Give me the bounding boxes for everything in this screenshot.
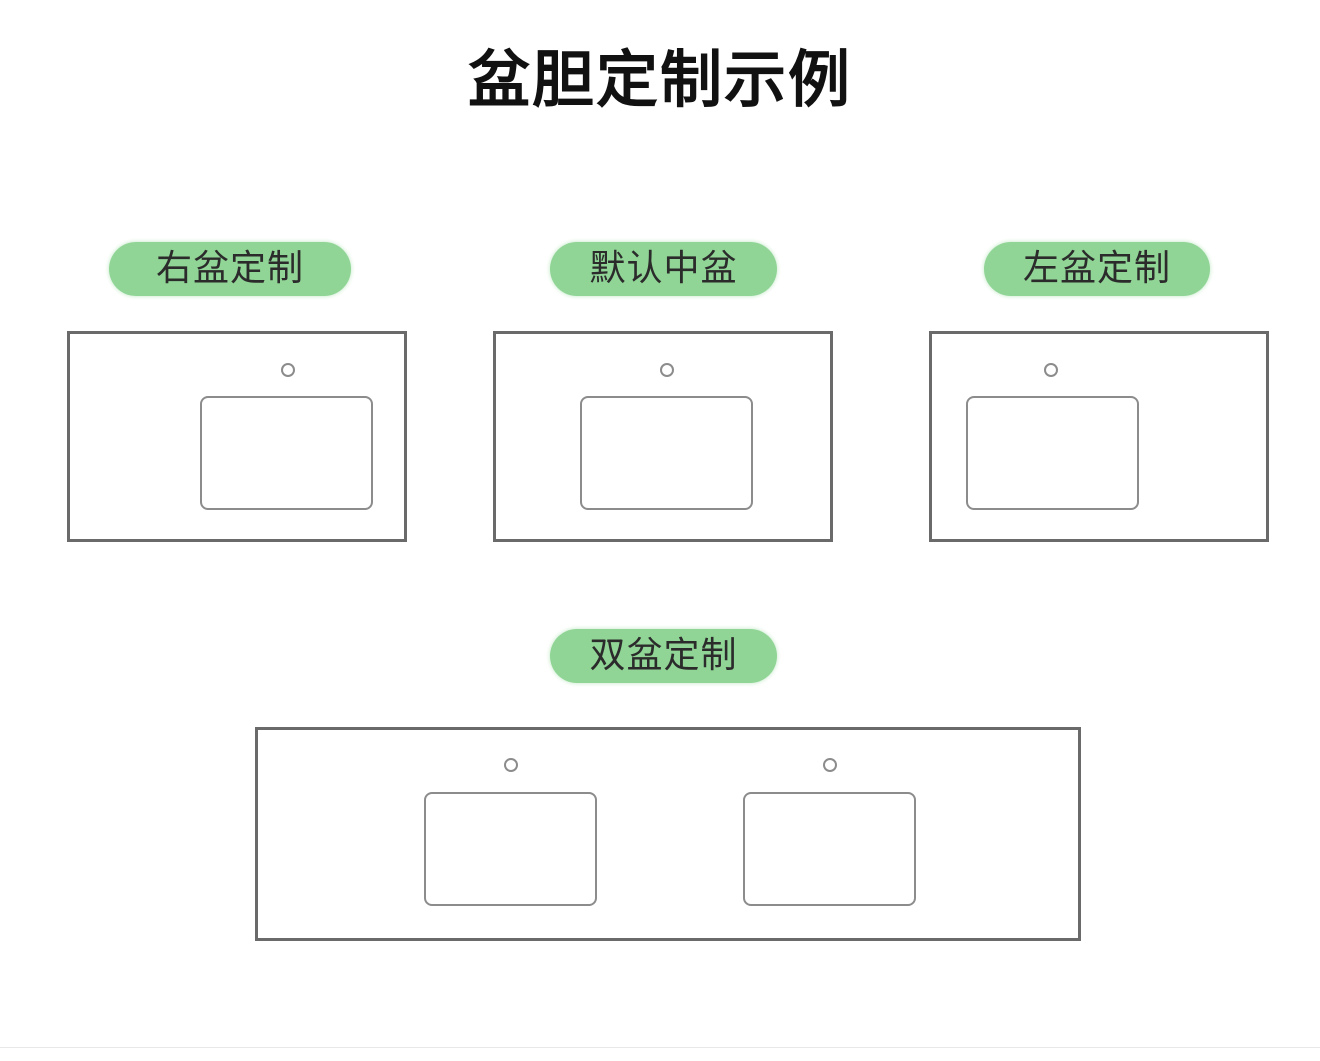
label-left-basin: 左盆定制 xyxy=(984,242,1210,296)
label-double-basin: 双盆定制 xyxy=(550,629,777,683)
basin-outline xyxy=(200,396,373,510)
basin-outline xyxy=(966,396,1139,510)
faucet-hole-icon xyxy=(1044,363,1058,377)
faucet-hole-icon xyxy=(660,363,674,377)
countertop-center-basin xyxy=(493,331,833,542)
faucet-hole-icon xyxy=(281,363,295,377)
basin-outline-right xyxy=(743,792,916,906)
label-right-basin: 右盆定制 xyxy=(109,242,351,296)
page-title: 盆胆定制示例 xyxy=(467,43,852,116)
label-center-basin: 默认中盆 xyxy=(550,242,777,296)
countertop-left-basin xyxy=(929,331,1269,542)
countertop-double-basin xyxy=(255,727,1081,941)
faucet-hole-icon xyxy=(504,758,518,772)
bottom-divider xyxy=(0,1047,1320,1048)
basin-outline xyxy=(580,396,753,510)
faucet-hole-icon xyxy=(823,758,837,772)
basin-outline-left xyxy=(424,792,597,906)
countertop-right-basin xyxy=(67,331,407,542)
